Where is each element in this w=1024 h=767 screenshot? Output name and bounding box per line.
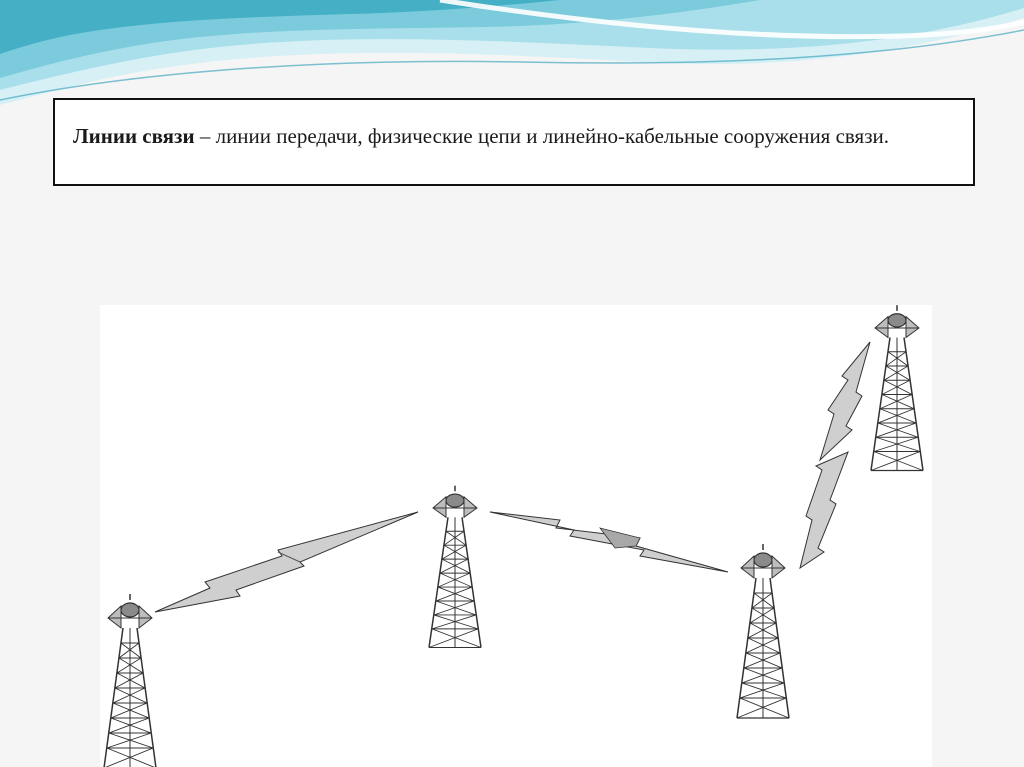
relay-tower-3	[736, 543, 790, 719]
radio-link-3	[799, 451, 849, 570]
wave-header-decoration	[0, 0, 1024, 105]
definition-term: Линии связи	[73, 124, 195, 148]
relay-tower-4	[870, 304, 924, 472]
definition-box: Линии связи – линии передачи, физические…	[53, 98, 975, 186]
relay-tower-2	[428, 484, 482, 649]
definition-text: – линии передачи, физические цепи и лине…	[194, 124, 889, 148]
radio-link-1	[154, 511, 419, 613]
diagram-background	[100, 305, 932, 767]
relay-tower-1	[103, 593, 157, 767]
radio-link-2	[489, 511, 729, 573]
radio-link-4	[818, 341, 871, 462]
